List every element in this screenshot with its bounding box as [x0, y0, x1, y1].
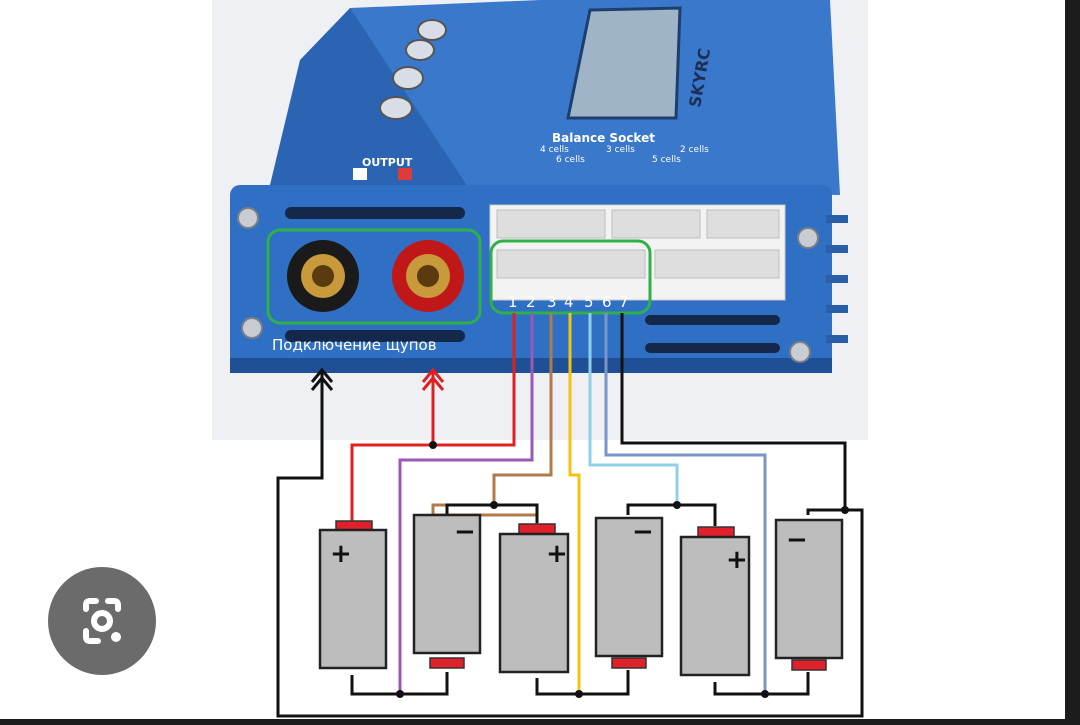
link-b3-b4-bottom: [535, 670, 630, 696]
battery-3: +: [498, 523, 570, 674]
pin-2: 2: [526, 293, 536, 311]
wire-pin4-yellow: [568, 313, 581, 694]
cell-label-2: 2 cells: [680, 145, 709, 155]
wire-pin6-steelblue: [604, 313, 767, 694]
battery-4-polarity: −: [632, 517, 654, 547]
output-label: OUTPUT: [362, 156, 413, 169]
pin-6: 6: [602, 293, 612, 311]
pin-5: 5: [584, 293, 594, 311]
probe-caption: Подключение щупов: [272, 336, 437, 354]
pin-7: 7: [619, 293, 629, 311]
battery-5-polarity: +: [726, 545, 748, 575]
wire-red-probe: [350, 372, 435, 522]
pin-1: 1: [508, 293, 518, 311]
link-b4-b5-top: [626, 503, 717, 526]
wire-black-probe: [276, 372, 864, 718]
battery-2: −: [412, 513, 482, 669]
battery-5: +: [679, 526, 751, 677]
cell-label-5: 5 cells: [652, 155, 681, 165]
battery-4: −: [594, 516, 664, 669]
output-jacks-highlight: [266, 228, 482, 325]
battery-1-polarity: +: [330, 539, 352, 569]
cell-label-4: 4 cells: [540, 145, 569, 155]
battery-3-polarity: +: [546, 539, 568, 569]
balance-socket-title: Balance Socket: [552, 131, 655, 145]
battery-6-polarity: −: [786, 525, 808, 555]
google-lens-icon: [83, 598, 121, 644]
cell-label-3: 3 cells: [606, 145, 635, 155]
bottom-edge-bar: [0, 719, 1080, 725]
pin-3: 3: [547, 293, 557, 311]
charger-photo: OUTPUT Balance Socket 4 cells 3 cells 2 …: [212, 0, 868, 440]
pin-4: 4: [564, 293, 574, 311]
battery-6: −: [774, 518, 844, 671]
link-b6-top: [806, 508, 845, 515]
wire-pin1-red: [433, 313, 516, 447]
wire-pin7-black: [620, 313, 847, 510]
right-edge-bar: [1065, 0, 1080, 725]
battery-1: +: [318, 520, 388, 670]
battery-2-polarity: −: [454, 517, 476, 547]
cell-label-6: 6 cells: [556, 155, 585, 165]
probe-arrows: [310, 367, 445, 391]
lens-button[interactable]: [48, 567, 156, 675]
wire-pin2-purple: [398, 313, 534, 694]
wire-pin5-lightblue: [588, 313, 679, 505]
battery-pack: + − + − + −: [318, 513, 844, 677]
